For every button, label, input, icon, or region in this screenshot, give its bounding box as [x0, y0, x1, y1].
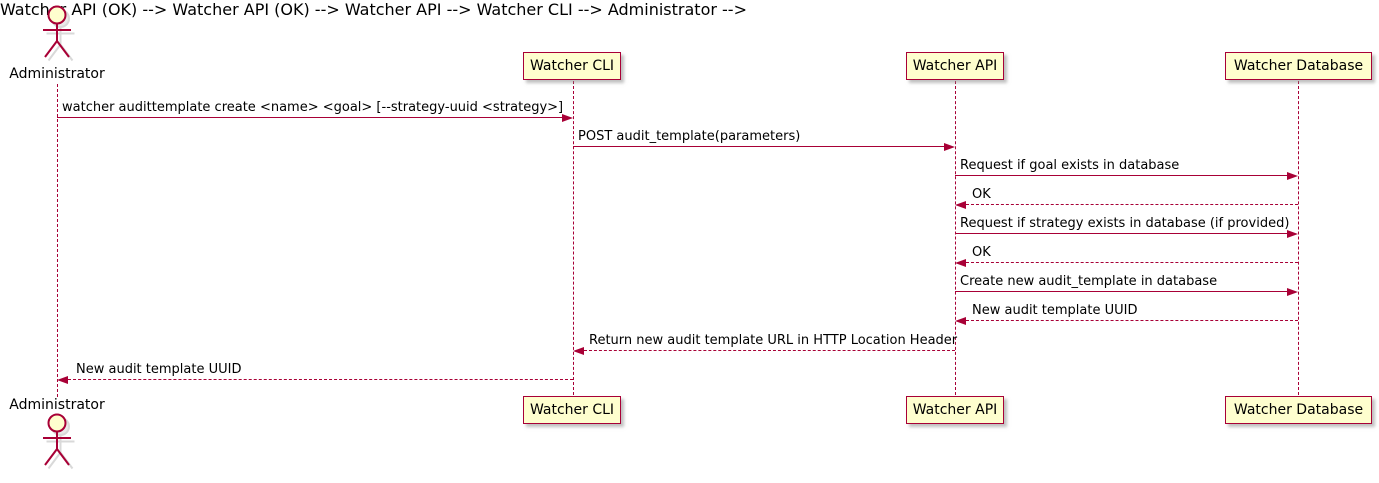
message-1-label: watcher audittemplate create <name> <goa…: [62, 100, 564, 115]
message-3-label: Request if goal exists in database: [960, 158, 1180, 173]
lifeline-administrator: [57, 84, 58, 397]
message-9-line: [584, 350, 955, 351]
message-8-label: New audit template UUID: [972, 303, 1138, 318]
message-8-line: [966, 320, 1298, 321]
participant-watcher-cli-top: Watcher CLI: [523, 52, 621, 80]
message-7-line: [955, 291, 1288, 292]
message-3-line: [955, 175, 1288, 176]
actor-administrator-bottom-label: Administrator: [9, 397, 105, 413]
participant-watcher-database-top: Watcher Database: [1225, 52, 1372, 80]
message-1-line: [57, 117, 563, 118]
message-4-label: OK: [972, 187, 991, 202]
actor-icon: [43, 5, 75, 62]
actor-administrator-top-label: Administrator: [9, 66, 105, 82]
participant-watcher-api-top: Watcher API: [906, 52, 1004, 80]
message-2-label: POST audit_template(parameters): [578, 129, 801, 144]
message-1-arrowhead-icon: [562, 114, 573, 122]
message-5-label: Request if strategy exists in database (…: [960, 216, 1290, 231]
participant-watcher-cli-top-label: Watcher CLI: [529, 58, 615, 74]
message-3-arrowhead-icon: [1287, 172, 1298, 180]
message-10-arrowhead-icon: [57, 376, 68, 384]
message-8-arrowhead-icon: [955, 317, 966, 325]
participant-watcher-api-top-label: Watcher API: [912, 58, 998, 74]
participant-watcher-database-bottom: Watcher Database: [1225, 396, 1372, 424]
actor-icon: [43, 413, 75, 470]
participant-watcher-api-bottom: Watcher API: [906, 396, 1004, 424]
participant-watcher-cli-bottom-label: Watcher CLI: [529, 402, 615, 418]
participant-watcher-cli-bottom: Watcher CLI: [523, 396, 621, 424]
message-4-line: [966, 204, 1298, 205]
lifeline-watcher-database: [1298, 81, 1299, 395]
message-10-line: [68, 379, 573, 380]
message-2-arrowhead-icon: [944, 143, 955, 151]
message-2-line: [573, 146, 945, 147]
message-6-line: [966, 262, 1298, 263]
participant-watcher-api-bottom-label: Watcher API: [912, 402, 998, 418]
message-6-arrowhead-icon: [955, 259, 966, 267]
message-7-label: Create new audit_template in database: [960, 274, 1218, 289]
lifeline-watcher-cli: [573, 81, 574, 395]
message-6-label: OK: [972, 245, 991, 260]
message-5-line: [955, 233, 1288, 234]
message-9-label: Return new audit template URL in HTTP Lo…: [589, 333, 958, 348]
participant-watcher-database-top-label: Watcher Database: [1233, 58, 1364, 74]
message-9-arrowhead-icon: [573, 347, 584, 355]
message-10-label: New audit template UUID: [76, 362, 242, 377]
lifeline-watcher-api: [955, 81, 956, 395]
message-4-arrowhead-icon: [955, 201, 966, 209]
message-7-arrowhead-icon: [1287, 288, 1298, 296]
message-5-arrowhead-icon: [1287, 230, 1298, 238]
participant-watcher-database-bottom-label: Watcher Database: [1233, 402, 1364, 418]
